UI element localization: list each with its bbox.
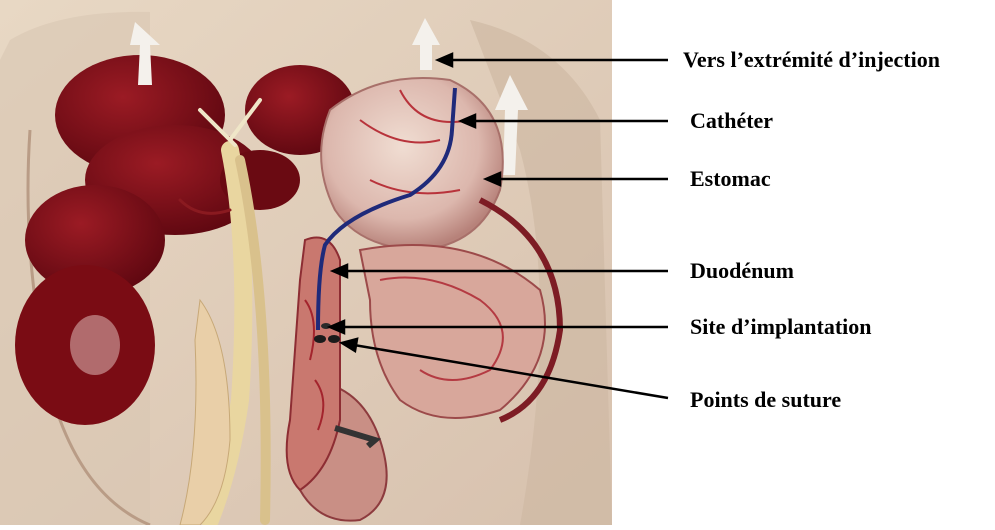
label-duodenum: Duodénum bbox=[690, 260, 794, 282]
label-stomach: Estomac bbox=[690, 168, 771, 190]
label-injection-end: Vers l’extrémité d’injection bbox=[683, 49, 940, 71]
label-sutures: Points de suture bbox=[690, 389, 841, 411]
label-catheter: Cathéter bbox=[690, 110, 773, 132]
label-implantation-site: Site d’implantation bbox=[690, 316, 872, 338]
